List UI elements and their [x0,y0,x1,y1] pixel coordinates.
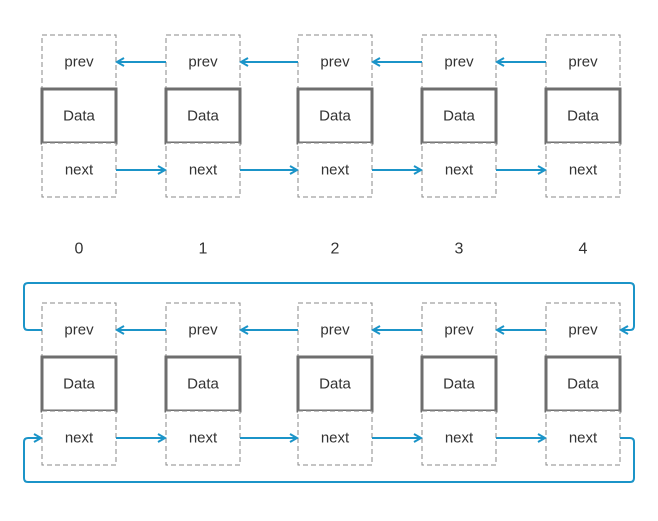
data-cell [420,87,498,145]
next-label: next [65,430,94,447]
bottom-circular-prev-arrow [23,282,635,330]
next-cell [41,142,117,198]
prev-label: prev [568,322,598,339]
prev-label: prev [320,54,350,71]
data-cell [40,355,118,413]
prev-label: prev [568,54,598,71]
next-cell [297,410,373,466]
next-label: next [65,162,94,179]
next-label: next [189,430,218,447]
next-label: next [189,162,218,179]
data-label: Data [443,108,475,125]
bottom-circular-next-arrow [23,438,635,483]
prev-cell [421,302,497,358]
next-label: next [445,162,474,179]
index-labels: 0 1 2 3 4 [75,241,588,258]
next-label: next [569,162,598,179]
data-cell [296,87,374,145]
data-label: Data [187,376,219,393]
data-label: Data [567,108,599,125]
prev-label: prev [188,322,218,339]
index-label-3: 3 [455,241,464,258]
prev-label: prev [444,322,474,339]
prev-label: prev [64,54,94,71]
data-cell [164,355,242,413]
index-label-0: 0 [75,241,84,258]
prev-label: prev [444,54,474,71]
data-cell [420,355,498,413]
prev-cell [165,302,241,358]
prev-cell [41,34,117,90]
data-label: Data [443,376,475,393]
next-cell [545,410,621,466]
index-label-1: 1 [199,241,208,258]
prev-label: prev [188,54,218,71]
next-cell [545,142,621,198]
data-label: Data [187,108,219,125]
next-label: next [569,430,598,447]
next-label: next [321,430,350,447]
prev-cell [165,34,241,90]
next-cell [41,410,117,466]
next-cell [421,142,497,198]
data-label: Data [63,108,95,125]
data-label: Data [567,376,599,393]
next-cell [165,410,241,466]
prev-label: prev [320,322,350,339]
next-cell [421,410,497,466]
index-label-2: 2 [331,241,340,258]
data-label: Data [319,376,351,393]
data-cell [296,355,374,413]
prev-cell [41,302,117,358]
prev-label: prev [64,322,94,339]
linear-doubly-linked-list: prevDatanextprevDatanextprevDatanextprev… [40,34,622,198]
circular-doubly-linked-list: prevDatanextprevDatanextprevDatanextprev… [23,282,635,483]
prev-cell [421,34,497,90]
data-cell [544,355,622,413]
data-label: Data [63,376,95,393]
index-label-4: 4 [579,241,588,258]
next-label: next [321,162,350,179]
data-label: Data [319,108,351,125]
next-label: next [445,430,474,447]
